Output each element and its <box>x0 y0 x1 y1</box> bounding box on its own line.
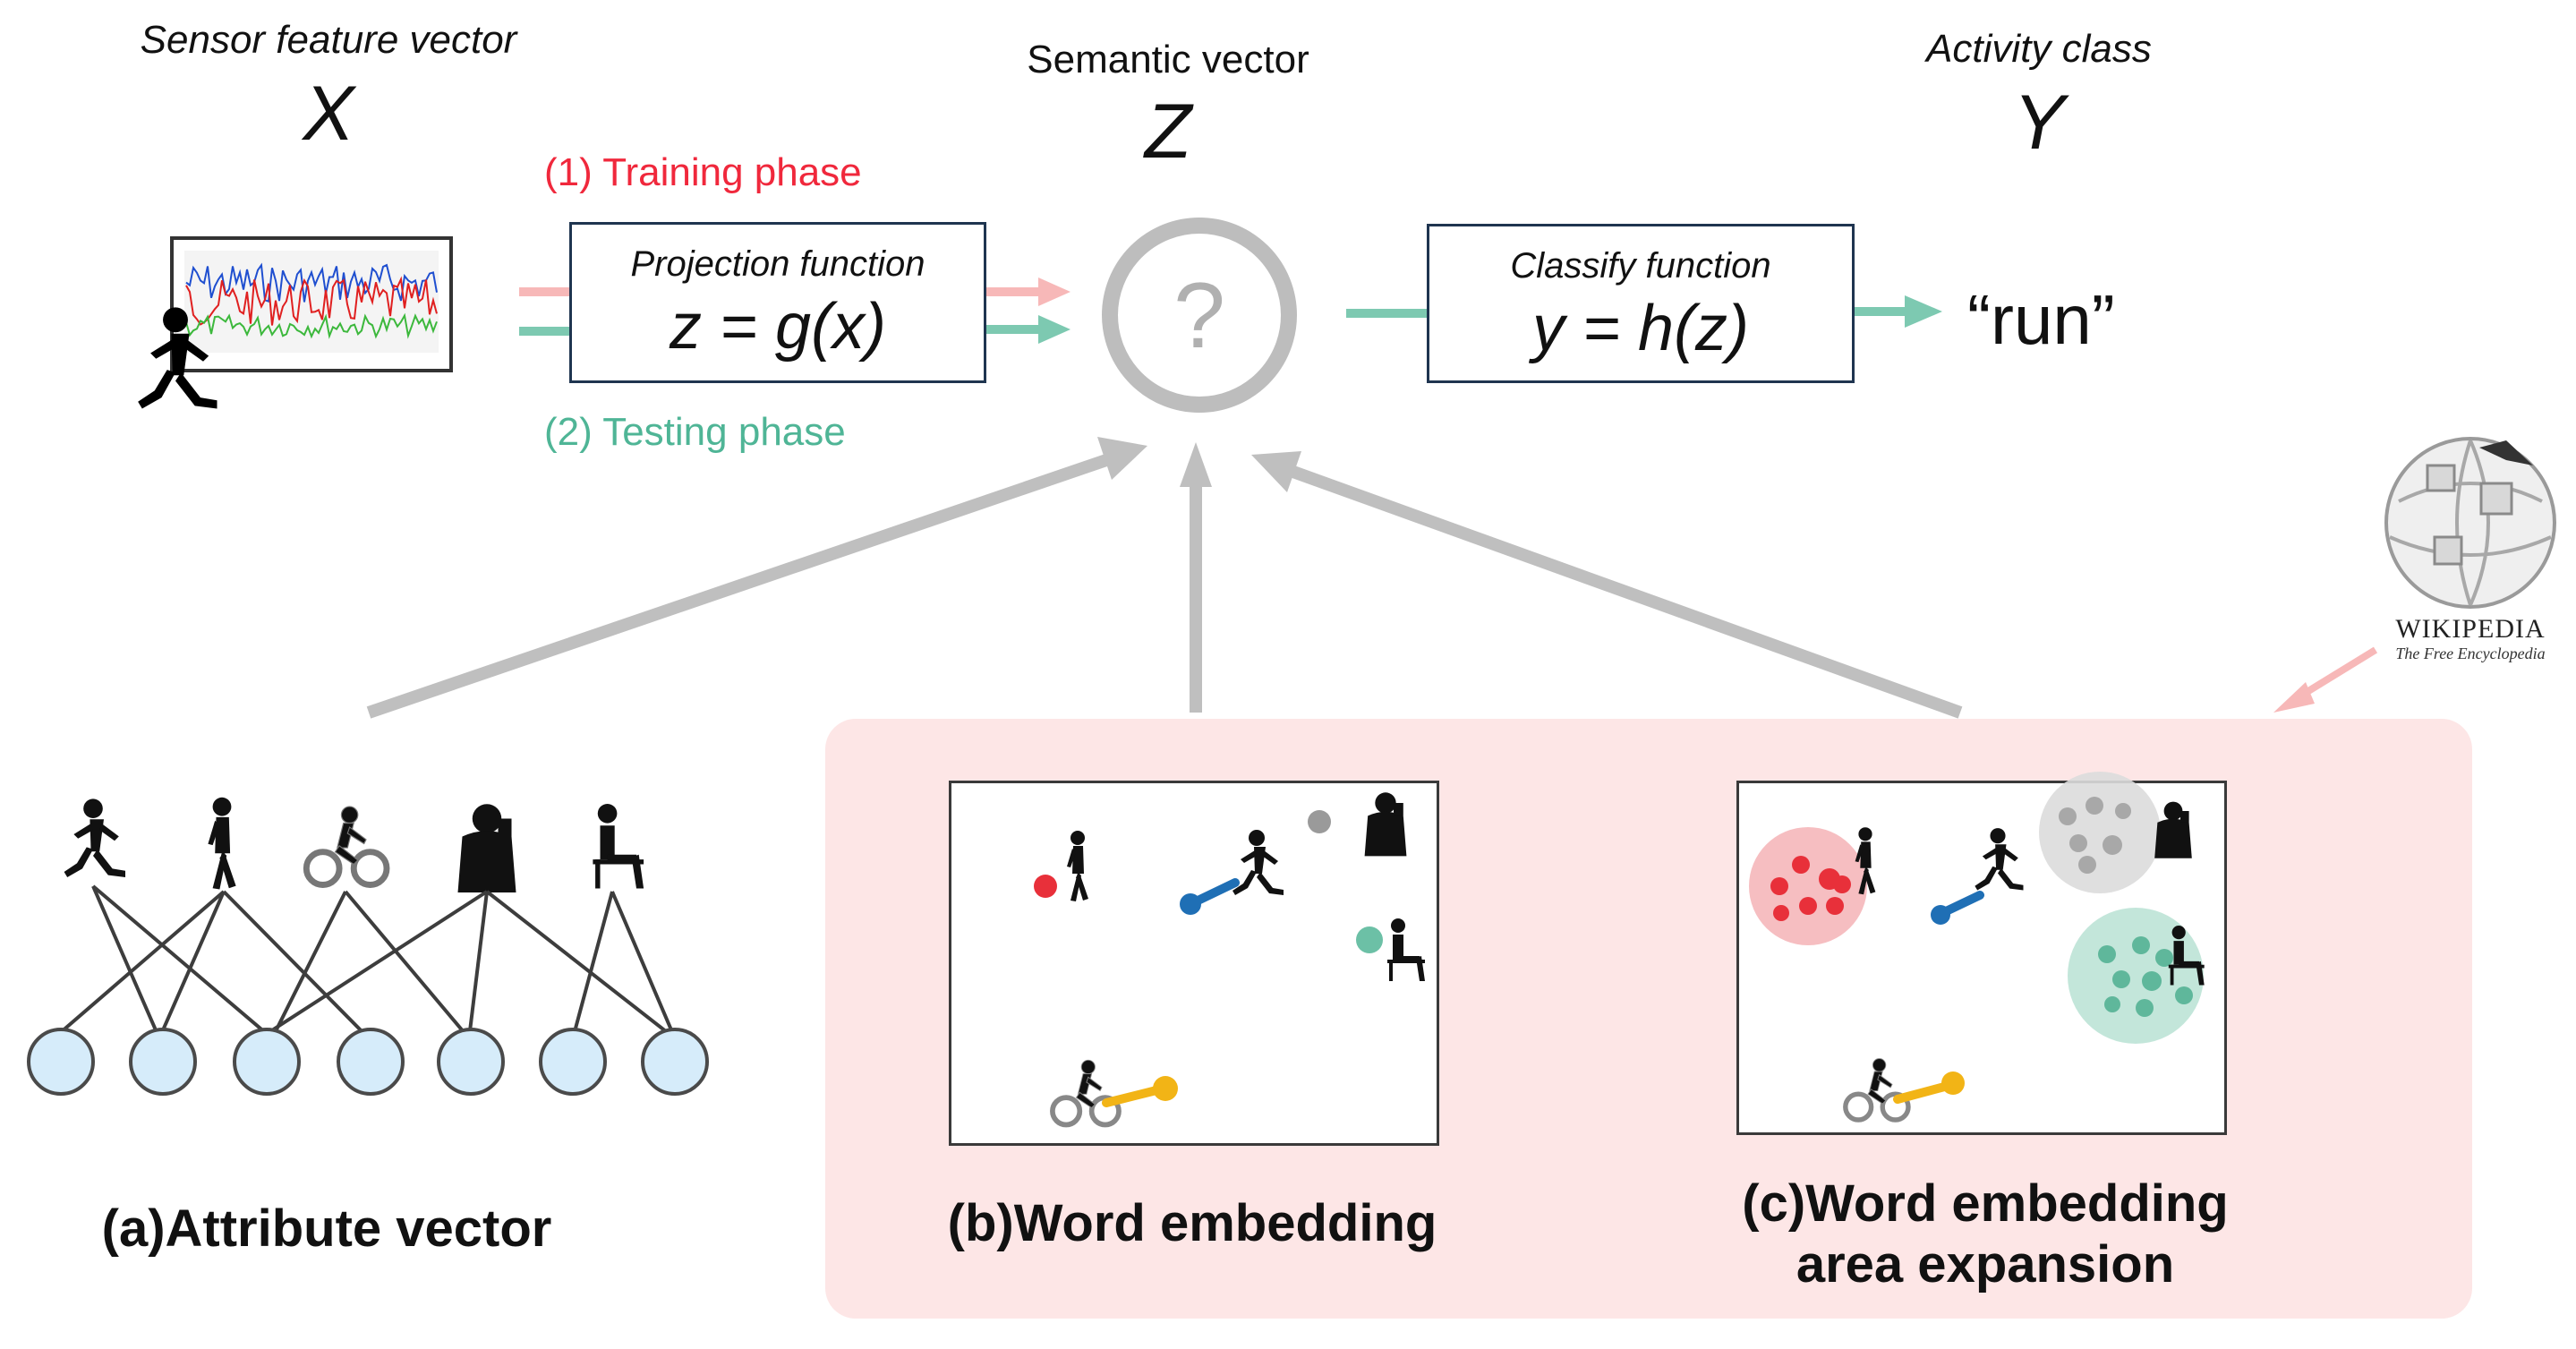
x-title: Sensor feature vector <box>140 18 517 62</box>
runner-icon <box>64 798 125 877</box>
attribute-node <box>641 1028 709 1096</box>
attribute-node <box>437 1028 505 1096</box>
attribute-node <box>129 1028 197 1096</box>
runner-icon <box>1233 830 1284 895</box>
attribute-node <box>233 1028 301 1096</box>
phone-user-icon <box>2154 801 2192 858</box>
semantic-node <box>1102 218 1297 413</box>
testing-output-arrow <box>986 315 1070 344</box>
projection-function-formula: z = g(x) <box>669 291 887 363</box>
sensor-waveform <box>185 262 438 303</box>
x-symbol: X <box>303 71 354 157</box>
sensor-waveform <box>185 312 438 339</box>
phone-user-icon <box>1364 792 1407 857</box>
caption-area-expansion-line1: (c)Word embedding <box>1742 1174 2229 1233</box>
sitting-icon <box>593 804 644 889</box>
word-embedding-panel <box>949 781 1439 1146</box>
projection-function-title: Projection function <box>630 244 925 284</box>
expansion-to-semantic-arrow <box>1251 451 1963 719</box>
cyclist-icon <box>1846 1059 1908 1120</box>
sensor-waveform <box>185 276 438 326</box>
word-point-yellow <box>1153 1076 1178 1101</box>
wikipedia-tagline: The Free Encyclopedia <box>2395 645 2545 662</box>
word-point-teal <box>1356 926 1383 953</box>
classify-to-output-arrow <box>1855 295 1942 328</box>
z-title: Semantic vector <box>1027 38 1309 81</box>
y-title: Activity class <box>1926 27 2152 71</box>
word-point-gray <box>1308 810 1331 833</box>
sitting-icon <box>1387 918 1425 981</box>
attribute-nodes <box>27 1028 709 1096</box>
attribute-node <box>27 1028 95 1096</box>
phone-user-icon <box>457 804 516 892</box>
attribute-to-semantic-arrow <box>366 437 1147 719</box>
output-class-label: “run” <box>1967 280 2115 359</box>
walker-icon <box>208 797 236 890</box>
area-expansion-points <box>1749 772 2205 1120</box>
walker-icon <box>1067 831 1088 901</box>
wikipedia-wordmark: Wikipedia <box>2395 614 2545 644</box>
classify-function-formula: y = h(z) <box>1531 293 1750 364</box>
training-output-arrow <box>986 277 1070 306</box>
cyclist-icon <box>1053 1060 1119 1124</box>
training-phase-label: (1) Training phase <box>544 150 862 194</box>
word-embedding-points <box>1034 792 1425 1124</box>
teal-area <box>2068 908 2204 1044</box>
embedding-to-semantic-arrow <box>1180 442 1212 713</box>
testing-phase-label: (2) Testing phase <box>544 410 846 454</box>
classify-function-title: Classify function <box>1510 246 1771 286</box>
projection-function-box: Projection function z = g(x) <box>569 222 986 383</box>
attribute-connections <box>52 884 677 1040</box>
wikipedia-globe-icon <box>2384 437 2556 609</box>
cyclist-icon <box>306 807 387 884</box>
caption-attribute-vector: (a)Attribute vector <box>101 1200 552 1258</box>
caption-area-expansion-line2: area expansion <box>1796 1235 2175 1294</box>
caption-word-embedding: (b)Word embedding <box>947 1194 1437 1252</box>
z-symbol: Z <box>1144 89 1192 175</box>
semantic-node-glyph: ? <box>1173 264 1225 368</box>
classify-function-box: Classify function y = h(z) <box>1427 224 1855 383</box>
gray-area <box>2039 772 2161 893</box>
sensor-chart-icon <box>170 236 453 372</box>
attribute-node <box>539 1028 607 1096</box>
attribute-node <box>337 1028 405 1096</box>
wikipedia-arrow <box>2273 646 2378 713</box>
runner-icon <box>1975 828 2024 891</box>
y-symbol: Y <box>2013 80 2065 166</box>
word-point-blue <box>1180 893 1201 915</box>
word-point-red <box>1034 875 1057 898</box>
